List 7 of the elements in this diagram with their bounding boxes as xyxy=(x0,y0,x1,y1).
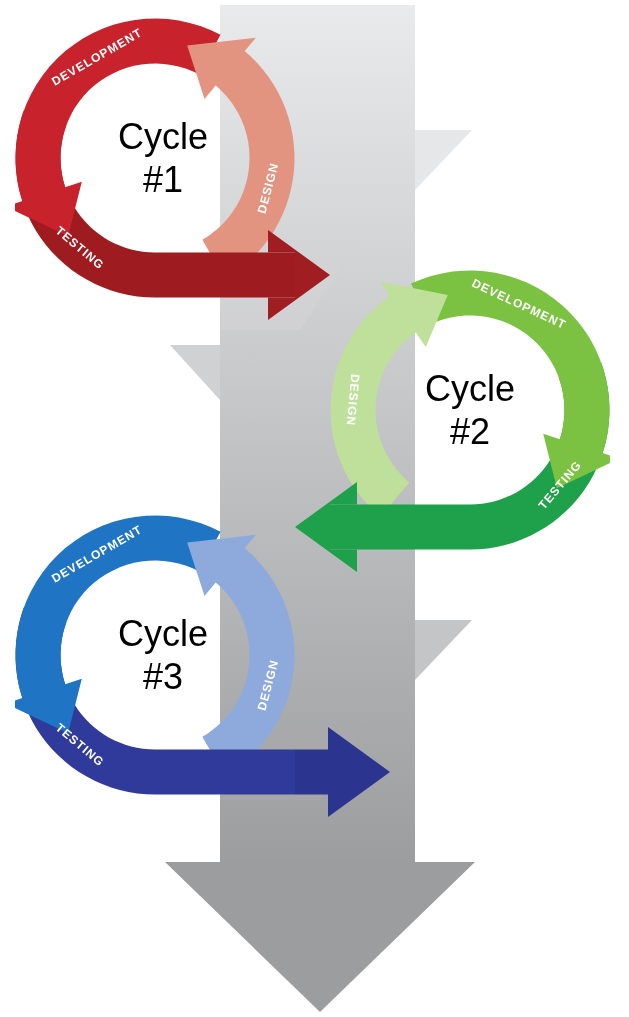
arrow xyxy=(295,482,357,572)
arrow xyxy=(295,727,390,817)
cycle-label: Cycle #2 xyxy=(424,366,516,454)
arrow xyxy=(268,230,330,320)
phase-label: DESIGN xyxy=(345,373,362,427)
cycle-label: Cycle #3 xyxy=(117,611,209,699)
cycle-label: Cycle #1 xyxy=(117,114,209,202)
